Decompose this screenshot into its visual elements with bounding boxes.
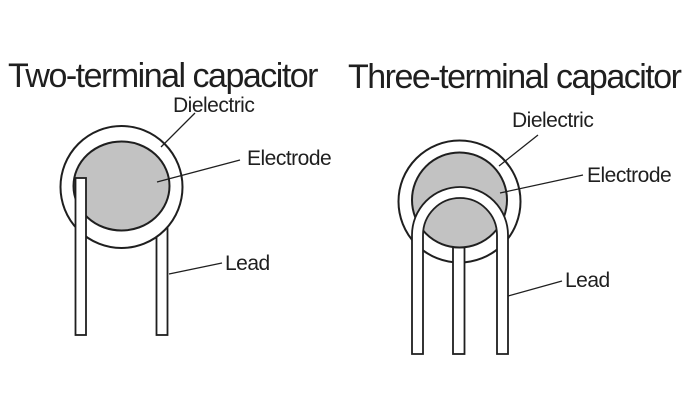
three-terminal-electrode-label: Electrode — [587, 164, 671, 187]
two-terminal-lead-leader-line — [168, 262, 223, 275]
two-terminal-electrode-disc — [72, 140, 171, 232]
two-terminal-dielectric-label: Dielectric — [173, 94, 254, 117]
three-terminal-capacitor-figure: Three-terminal capacitor Dielectric Elec… — [348, 58, 683, 355]
three-terminal-lead-label: Lead — [565, 269, 610, 292]
two-terminal-electrode-leader-line — [156, 159, 241, 183]
three-terminal-lead-leader-line — [507, 280, 563, 297]
three-terminal-dielectric-leader-line — [498, 134, 539, 167]
three-terminal-middle-lead — [452, 229, 466, 355]
two-terminal-left-lead — [74, 177, 87, 336]
three-terminal-electrode-leader-line — [499, 174, 584, 194]
two-terminal-lead-label: Lead — [225, 252, 270, 275]
two-terminal-dielectric-leader-line — [160, 112, 196, 148]
two-terminal-title: Two-terminal capacitor — [8, 57, 318, 95]
two-terminal-electrode-label: Electrode — [247, 147, 331, 170]
three-terminal-dielectric-label: Dielectric — [512, 109, 593, 132]
three-terminal-outer-u-lead — [411, 186, 509, 355]
two-terminal-capacitor-figure: Two-terminal capacitor Dielectric Electr… — [8, 57, 332, 336]
three-terminal-title: Three-terminal capacitor — [348, 58, 682, 96]
three-terminal-electrode-disc — [411, 151, 508, 249]
